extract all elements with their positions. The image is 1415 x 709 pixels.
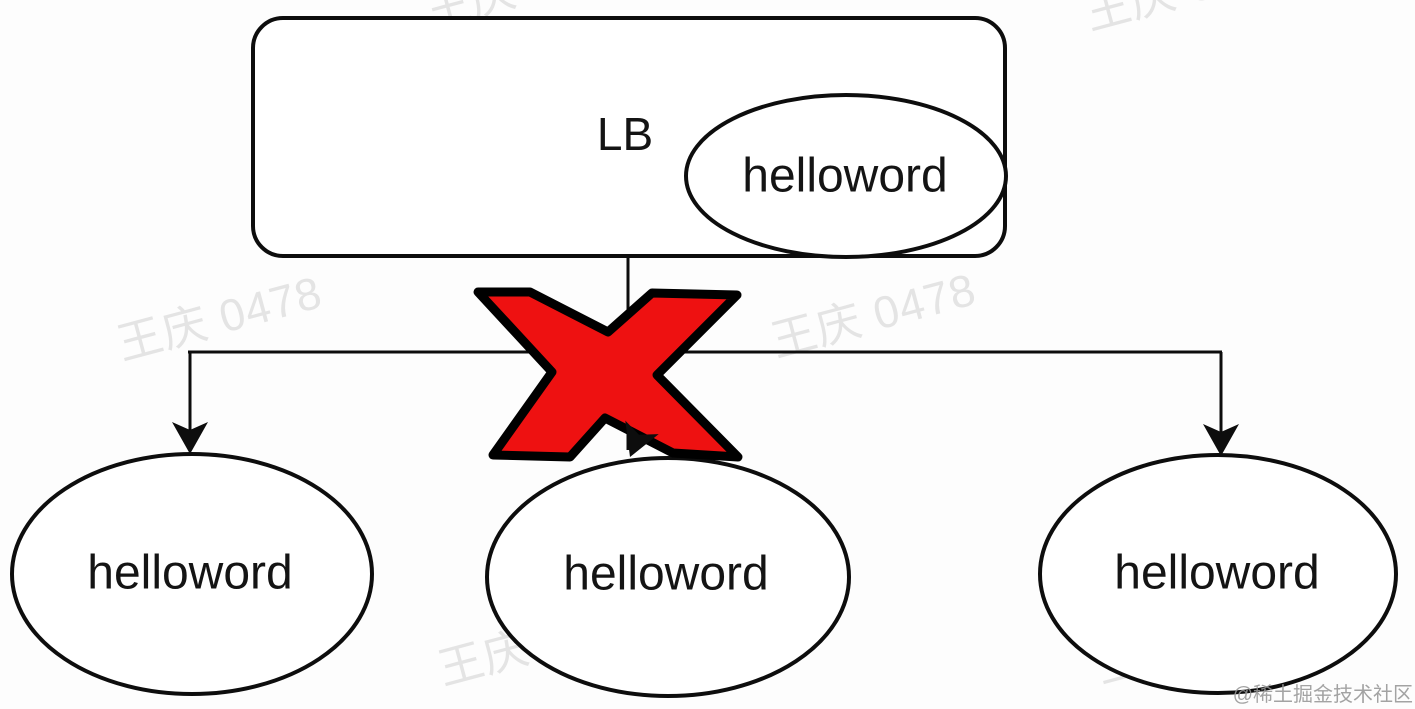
server-ellipse-left <box>10 452 374 696</box>
lb-label: LB <box>597 108 653 160</box>
right-arrowhead-icon <box>1203 424 1239 456</box>
server-label-middle: helloword <box>563 548 768 601</box>
middle-arrowhead-icon <box>625 420 659 457</box>
lb-inner-node-label: helloword <box>742 150 947 203</box>
server-label-left: helloword <box>87 547 292 600</box>
server-ellipse-right <box>1038 453 1398 695</box>
left-arrowhead-icon <box>172 422 208 454</box>
watermark-community: @稀土掘金技术社区 <box>1232 684 1413 706</box>
lb-inner-node-ellipse <box>684 93 1008 259</box>
red-cross-icon <box>473 287 743 462</box>
server-ellipse-middle <box>485 456 851 698</box>
server-label-right: helloword <box>1114 547 1319 600</box>
